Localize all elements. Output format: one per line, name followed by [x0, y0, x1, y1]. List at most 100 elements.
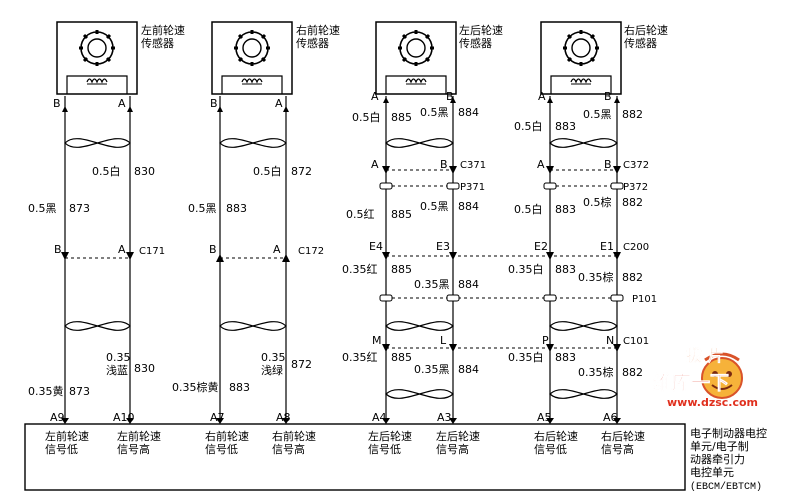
wire-color: 0.35红 — [342, 351, 378, 364]
pin-label: B — [604, 158, 612, 171]
connector-label: C172 — [298, 246, 324, 257]
connector-c372: A B C372 — [537, 158, 649, 174]
pin-label: B — [440, 158, 448, 171]
wire-number: 830 — [134, 362, 155, 375]
wire-color: 0.5白 — [92, 164, 121, 178]
sensor-label: 传感器 — [459, 37, 492, 50]
wire-number: 885 — [391, 351, 412, 364]
wire-color: 0.5红 — [346, 208, 375, 221]
wire-number: 872 — [291, 358, 312, 371]
wire-color: 0.5白 — [253, 164, 282, 178]
sensor-right-front: 右前轮速 传感器 B A — [210, 20, 340, 110]
wire-number: 882 — [622, 366, 643, 379]
wire-number: 882 — [622, 271, 643, 284]
pin-label: E1 — [600, 240, 614, 253]
signal-label: 左前轮速 — [45, 429, 89, 443]
connector-label: C171 — [139, 246, 165, 257]
pin-label: B — [446, 90, 454, 103]
wire-color: 0.35红 — [342, 263, 378, 276]
signal-label: 信号高 — [117, 442, 150, 456]
watermark-brand: 维库一下 — [653, 371, 729, 394]
pin-label: A — [118, 97, 126, 110]
wire-color: 0.5黑 — [420, 200, 449, 213]
wire-number: 883 — [226, 202, 247, 215]
connector-label: P101 — [632, 294, 657, 305]
wire-number: 883 — [229, 381, 250, 394]
pin-label: A — [371, 90, 379, 103]
wire-color: 0.5白 — [514, 119, 543, 133]
pin-label: E2 — [534, 240, 548, 253]
wire-color: 0.5黑 — [583, 108, 612, 121]
module-pin-labels: A9 A10 A7 A8 A4 A3 A5 A6 — [50, 411, 618, 424]
wire-number: 883 — [555, 120, 576, 133]
pin-label: A — [371, 158, 379, 171]
sensor-right-rear: 右后轮速 传感器 A B — [538, 20, 668, 103]
signal-label: 右后轮速 — [534, 429, 578, 443]
sensor-label: 传感器 — [141, 37, 174, 50]
signal-label: 左前轮速 — [117, 429, 161, 443]
wire-color: 0.5黑 — [188, 202, 217, 215]
connector-arrows — [62, 97, 620, 112]
wire-number: 882 — [622, 196, 643, 209]
wire-number: 830 — [134, 165, 155, 178]
pin-label: A — [273, 243, 281, 256]
ebcm-module: 左前轮速 信号低 左前轮速 信号高 右前轮速 信号低 右前轮速 信号高 左后轮速… — [24, 423, 767, 493]
pin-label: B — [54, 243, 62, 256]
sensor-label: 左前轮速 — [141, 23, 185, 37]
wire-color: 0.35棕 — [578, 365, 614, 379]
watermark-logo-text: 拔 片 — [686, 346, 724, 365]
module-title: (EBCM/EBTCM) — [690, 481, 762, 493]
wire-color: 0.35白 — [508, 262, 544, 276]
pin-label: B — [604, 90, 612, 103]
wire-color: 0.35棕黄 — [172, 380, 219, 394]
connector-c101: M L P N C101 — [372, 334, 649, 352]
module-pin: A10 — [113, 411, 135, 424]
wires — [64, 96, 618, 422]
wire-color: 0.35白 — [508, 350, 544, 364]
module-title: 电子制动器电控 — [690, 426, 767, 440]
wire-color: 0.5黑 — [420, 106, 449, 119]
pin-label: M — [372, 334, 382, 347]
pin-label: A — [275, 97, 283, 110]
module-pin: A4 — [372, 411, 387, 424]
module-pin: A7 — [210, 411, 225, 424]
module-pin: A6 — [603, 411, 618, 424]
wire-number: 884 — [458, 106, 479, 119]
wire-labels-left-front: 0.5白 830 0.5黑 873 0.35 浅蓝 830 0.35黄 873 — [28, 164, 155, 398]
pin-label: A — [118, 243, 126, 256]
pin-label: A — [538, 90, 546, 103]
sensor-label: 右前轮速 — [296, 23, 340, 37]
watermark-url: www.dzsc.com — [667, 396, 758, 409]
wire-color: 0.35 — [106, 351, 131, 364]
connector-c171: B A C171 — [54, 243, 165, 260]
wire-color: 0.5白 — [514, 202, 543, 216]
pin-label: N — [606, 334, 614, 347]
wire-color: 0.35黄 — [28, 384, 64, 398]
pin-label: A — [537, 158, 545, 171]
pin-label: E4 — [369, 240, 383, 253]
wire-color: 0.5白 — [352, 110, 381, 124]
signal-label: 右前轮速 — [272, 429, 316, 443]
wire-color: 浅蓝 — [106, 364, 128, 377]
connector-c200: E4 E3 E2 E1 C200 — [369, 240, 649, 260]
wire-color: 0.35棕 — [578, 270, 614, 284]
sensor-left-front: 左前轮速 传感器 B A — [53, 20, 185, 110]
signal-label: 信号高 — [436, 442, 469, 456]
module-pin-markers — [61, 418, 621, 424]
signal-label: 信号低 — [534, 443, 567, 456]
signal-label: 信号高 — [601, 442, 634, 456]
pin-label: B — [53, 97, 61, 110]
module-title: 电控单元 — [690, 465, 734, 479]
signal-label: 信号低 — [205, 443, 238, 456]
connector-label: C101 — [623, 336, 649, 347]
module-pin: A5 — [537, 411, 552, 424]
wire-color: 0.35 — [261, 351, 286, 364]
connector-label: P372 — [623, 182, 648, 193]
wire-number: 884 — [458, 278, 479, 291]
splice-p101: P101 — [379, 294, 657, 305]
wire-number: 885 — [391, 208, 412, 221]
watermark-logo-icon — [701, 352, 743, 399]
wire-number: 885 — [391, 263, 412, 276]
